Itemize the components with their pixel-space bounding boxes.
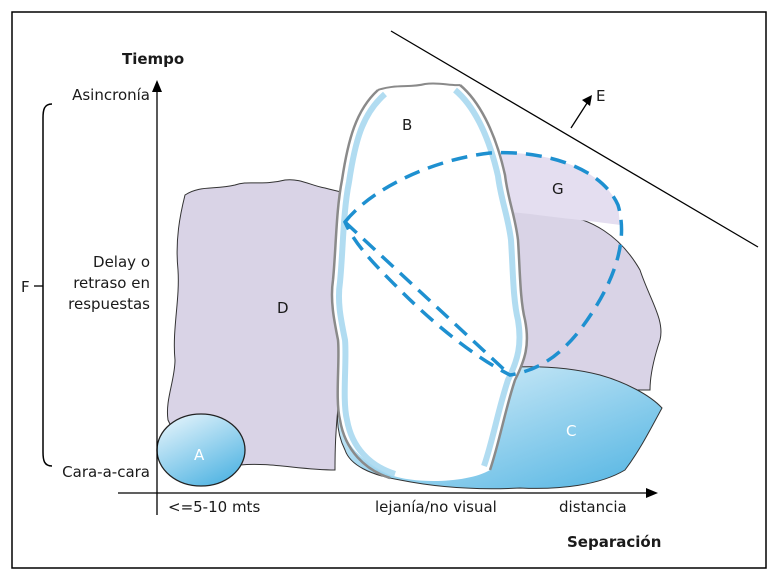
region-b-label: B <box>402 116 412 134</box>
region-b-left-glow <box>335 91 396 477</box>
boundary-e-arrow-shaft <box>570 99 590 129</box>
region-e-label: E <box>596 87 605 105</box>
region-c-label: C <box>566 422 576 440</box>
region-d-label: D <box>277 299 289 317</box>
x-axis-arrow <box>646 488 658 498</box>
y-label-mid-3: respuestas <box>68 295 150 313</box>
bracket-f <box>42 103 53 467</box>
y-label-mid-1: Delay o <box>93 253 150 271</box>
region-b-right-edge <box>459 84 529 471</box>
y-label-top: Asincronía <box>72 86 150 104</box>
dashed-diagonal <box>343 220 512 377</box>
y-label-bottom: Cara-a-cara <box>62 463 150 481</box>
y-axis-title: Tiempo <box>122 50 184 68</box>
x-axis-title: Separación <box>567 533 661 551</box>
region-b-left-edge <box>330 89 391 480</box>
x-label-left: <=5-10 mts <box>168 498 260 516</box>
region-g-label: G <box>552 180 564 198</box>
region-b-right-glow <box>453 87 523 467</box>
region-a-label: A <box>194 446 205 464</box>
boundary-line-e <box>390 30 759 248</box>
frame-border <box>11 11 767 569</box>
y-label-mid-2: retraso en <box>73 274 150 292</box>
dashed-ellipse <box>342 150 624 377</box>
x-label-right: distancia <box>559 498 627 516</box>
region-b-top <box>377 82 461 91</box>
region-b-shape <box>331 84 527 482</box>
region-f-label: F <box>21 278 30 296</box>
y-axis-arrow <box>152 80 162 92</box>
x-label-mid: lejanía/no visual <box>375 498 497 516</box>
boundary-e-arrowhead <box>582 95 592 106</box>
